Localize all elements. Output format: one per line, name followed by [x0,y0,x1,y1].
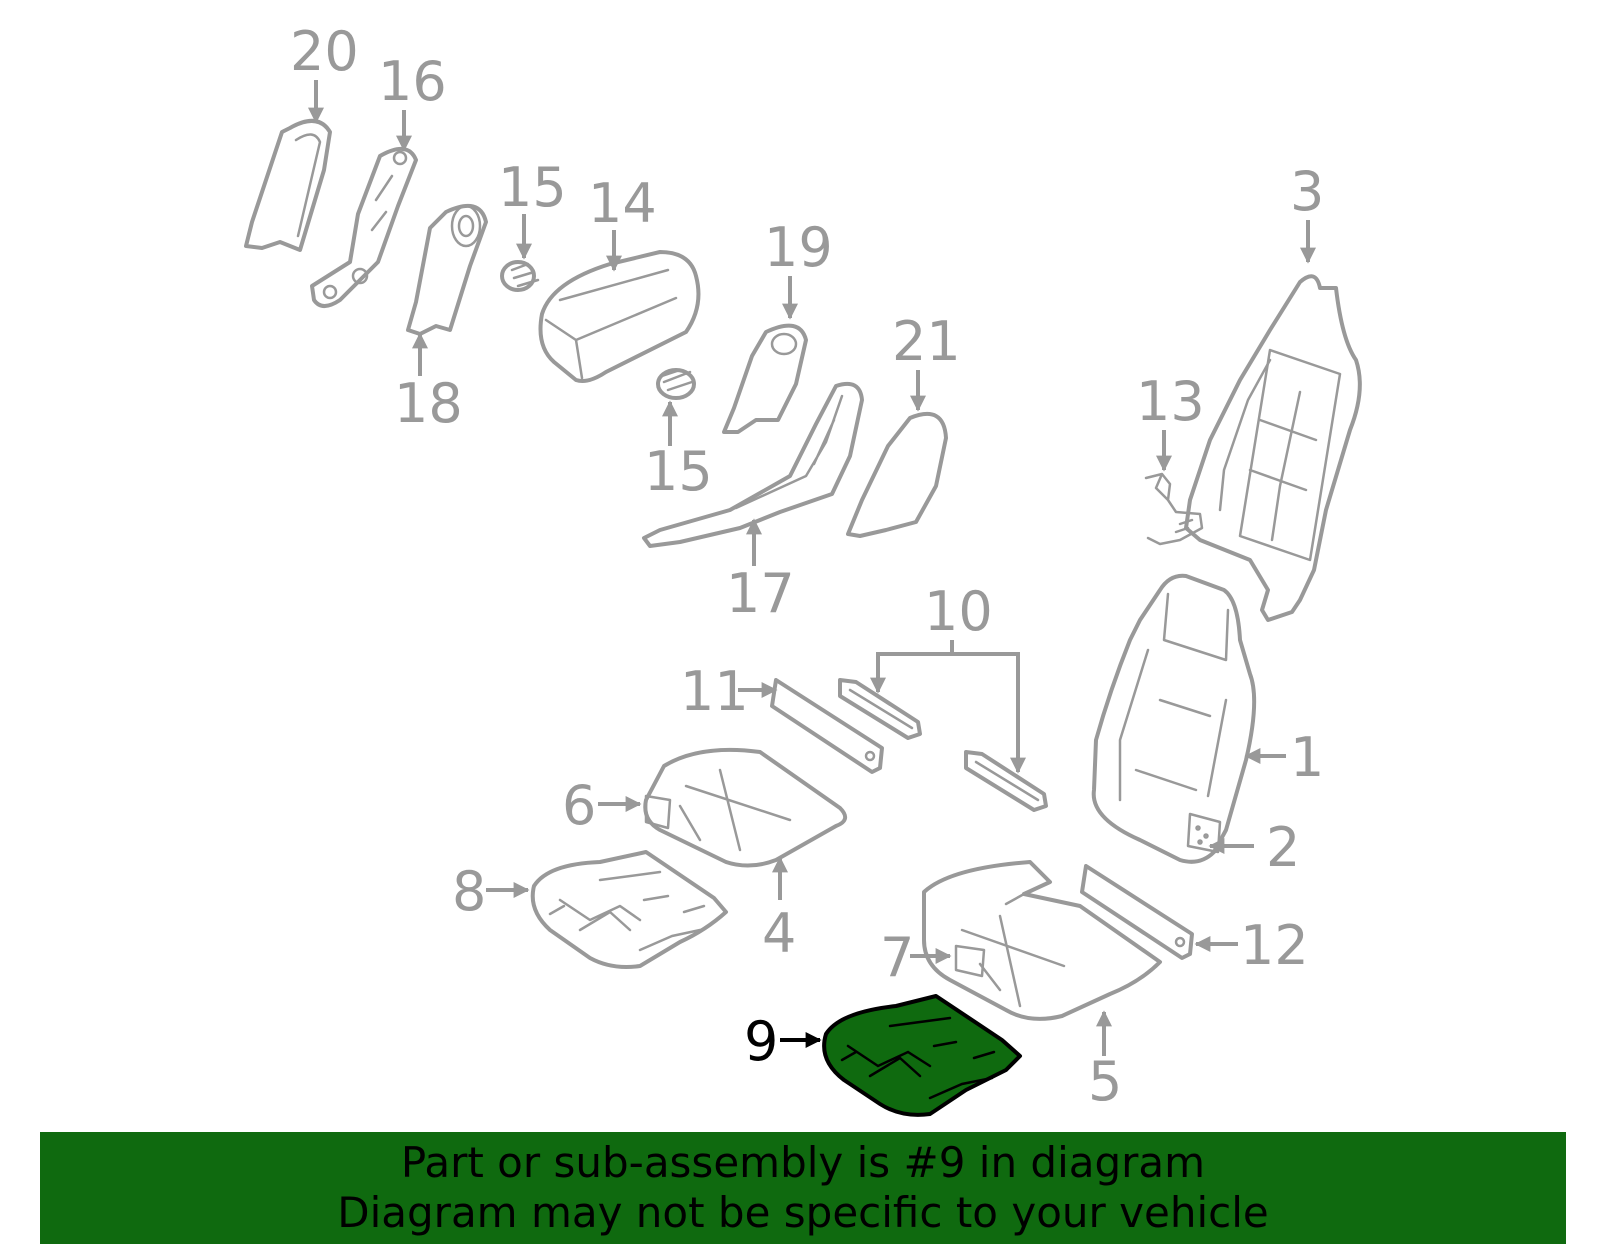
callout-11: 11 [680,660,749,723]
callout-14: 14 [588,172,657,235]
part-14-armrest[interactable] [538,250,701,383]
callout-4: 4 [762,902,796,965]
part-15-knob-upper[interactable] [500,260,540,292]
part-7-pad[interactable] [954,944,986,978]
part-16-side-panel[interactable] [310,147,418,308]
part-3-seat-back-frame[interactable] [1184,274,1362,622]
callout-15-lower: 15 [644,440,713,503]
banner-line-1: Part or sub-assembly is #9 in diagram [400,1138,1206,1187]
callout-2: 2 [1266,816,1300,879]
callout-18: 18 [394,372,463,435]
callout-12: 12 [1240,914,1309,977]
part-12-rail[interactable] [1080,864,1194,960]
callout-7: 7 [880,926,914,989]
banner-line-2: Diagram may not be specific to your vehi… [337,1188,1269,1237]
info-banner: Part or sub-assembly is #9 in diagram Di… [40,1132,1566,1244]
part-13-harness[interactable] [1144,472,1204,546]
callout-8: 8 [452,860,486,923]
part-8-seat-pan[interactable] [530,850,728,969]
callout-5: 5 [1088,1050,1122,1113]
part-21-cover[interactable] [846,412,948,538]
part-6-pad[interactable] [644,794,672,830]
leader-lines [308,80,1316,1056]
part-11-rail[interactable] [770,678,884,774]
part-19-cover[interactable] [722,323,808,434]
part-17-long-trim[interactable] [642,381,864,548]
part-15-knob-lower[interactable] [656,368,696,400]
callout-6: 6 [562,774,596,837]
callout-labels: 20 16 15 14 19 3 18 15 21 13 17 10 11 1 … [290,20,1324,1113]
callout-1: 1 [1290,726,1324,789]
part-10-guide-lower[interactable] [964,750,1048,812]
callout-17: 17 [726,562,795,625]
callout-9: 9 [744,1010,778,1073]
part-5-seat-cushion[interactable] [922,860,1162,1021]
part-18-trim-cover[interactable] [406,203,488,336]
callout-19: 19 [764,216,833,279]
part-1-seat-back[interactable] [1091,573,1257,864]
callout-10: 10 [924,580,993,643]
part-2-shield[interactable] [1195,825,1209,845]
part-10-guide-upper[interactable] [838,678,922,740]
callout-21: 21 [892,310,961,373]
callout-3: 3 [1290,160,1324,223]
part-9-seat-pan-highlighted[interactable] [822,994,1022,1117]
callout-13: 13 [1136,370,1205,433]
callout-15-upper: 15 [498,156,567,219]
part-4-seat-cushion[interactable] [643,747,848,868]
callout-16: 16 [378,50,447,113]
callout-20: 20 [290,20,359,83]
part-20-cover[interactable] [244,119,332,252]
